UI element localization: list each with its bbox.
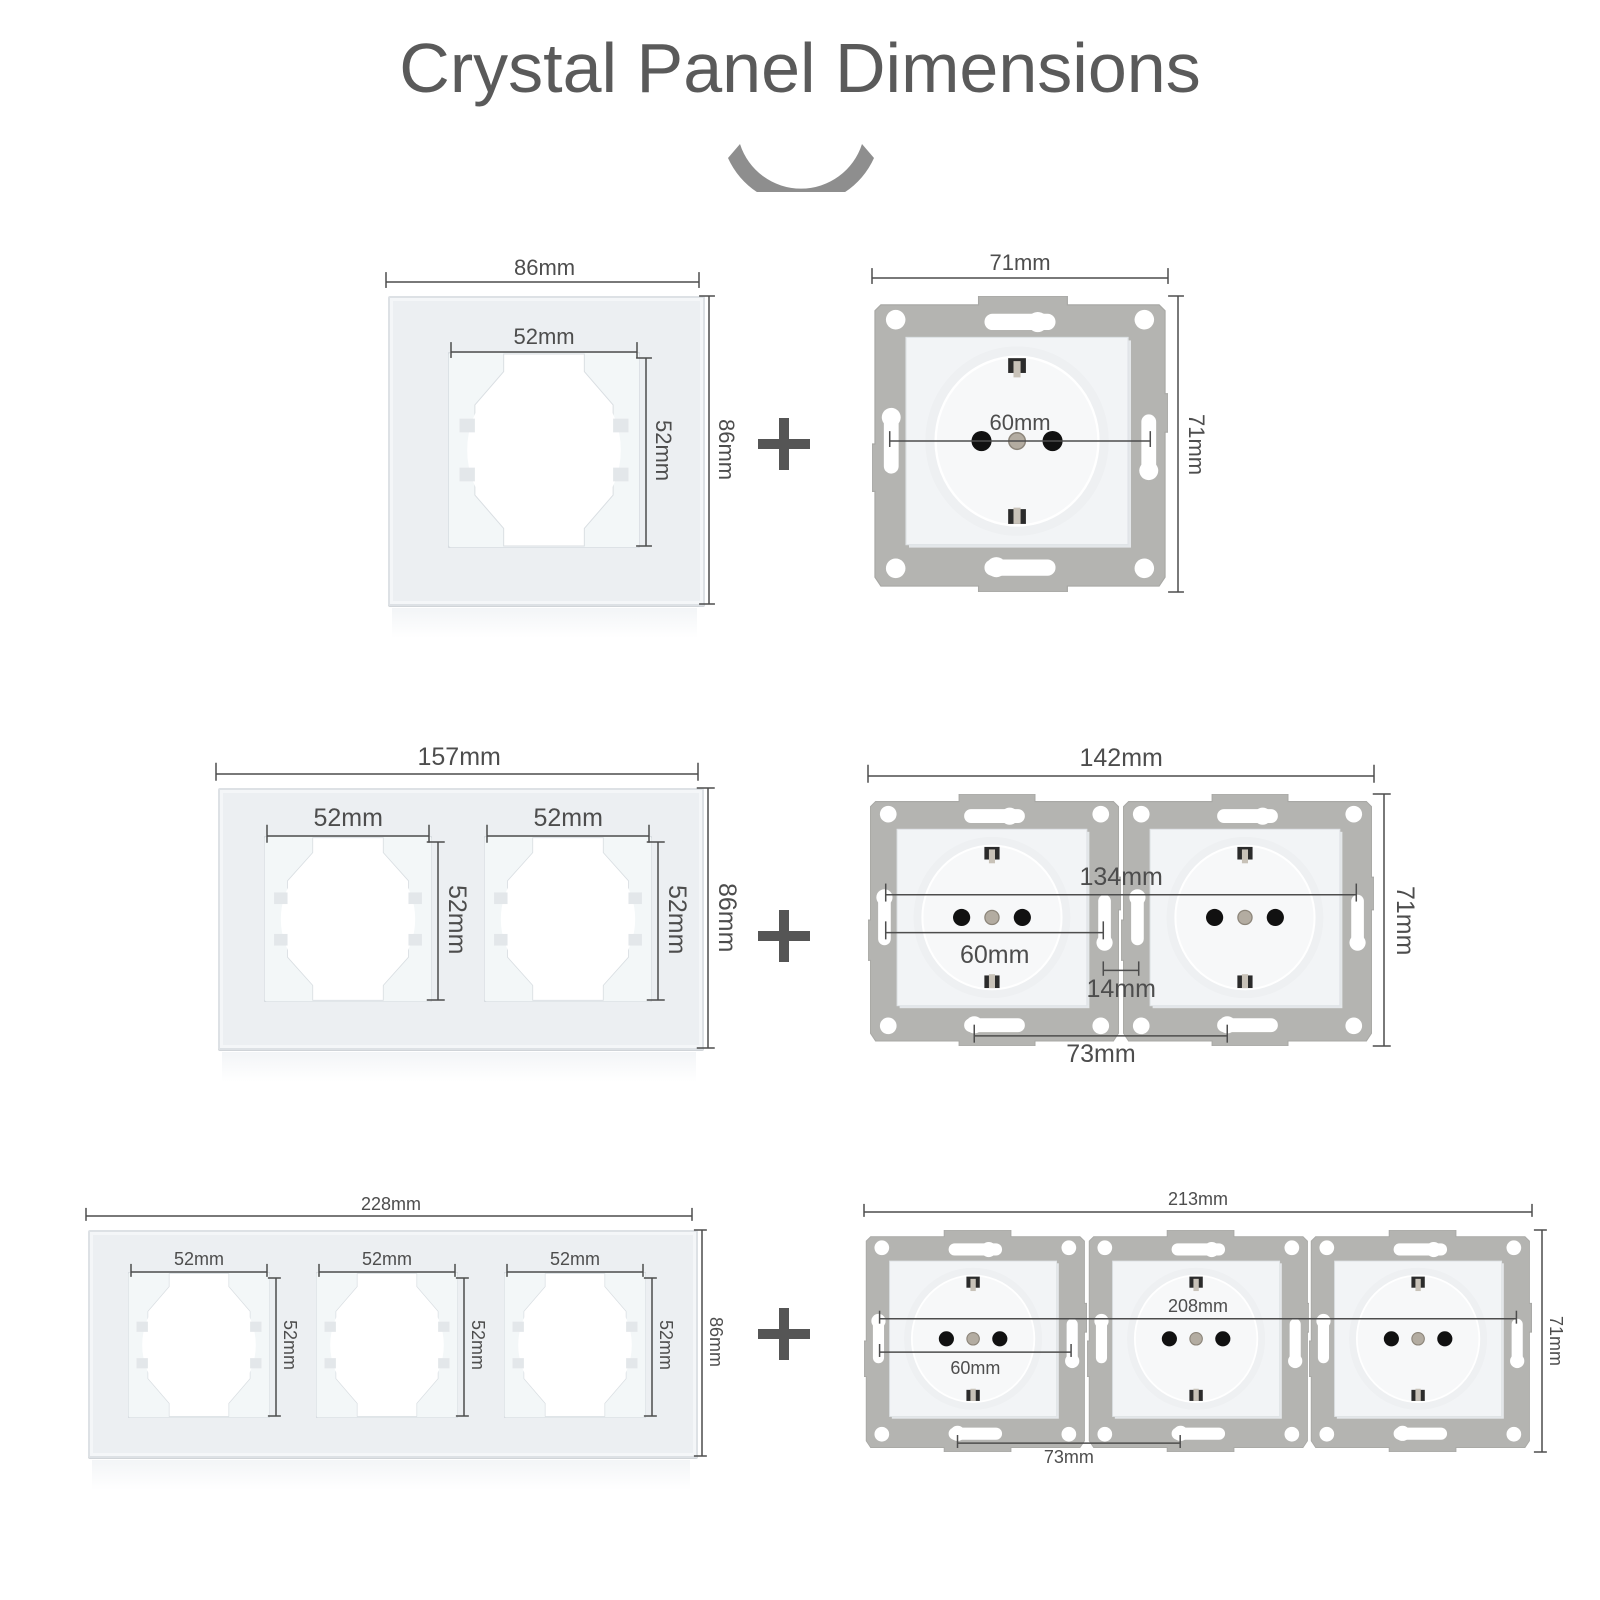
pitch-label: 73mm: [1066, 1040, 1136, 1069]
outer-spacing-label: 208mm: [1168, 1296, 1229, 1317]
opening-width-label: 52mm: [513, 323, 575, 349]
schuko-socket-icon: [1121, 794, 1374, 1046]
schuko-socket-icon: [1086, 1230, 1310, 1452]
opening-height-label: 52mm: [443, 884, 472, 954]
panel-width-label: 228mm: [361, 1194, 422, 1215]
panel-width-label: 86mm: [514, 254, 576, 280]
frame-opening: [316, 1272, 458, 1418]
frame-opening: [128, 1272, 270, 1418]
opening-width-label: 52mm: [362, 1249, 413, 1270]
module-width-label: 71mm: [989, 249, 1051, 275]
plus-icon: [758, 418, 810, 470]
schuko-socket-icon: [868, 794, 1121, 1046]
opening-width-label: 52mm: [533, 804, 603, 832]
glass-reflection: [92, 1460, 690, 1490]
opening-width-label: 52mm: [313, 804, 383, 832]
screw-spacing-label: 60mm: [989, 410, 1051, 436]
opening-height-label: 52mm: [279, 1320, 300, 1371]
module-height-label: 71mm: [1546, 1316, 1567, 1367]
opening-height-label: 52mm: [650, 419, 676, 481]
panel-width-label: 157mm: [417, 743, 501, 772]
outer-spacing-label: 134mm: [1079, 862, 1163, 891]
panel-height-label: 86mm: [713, 882, 742, 952]
schuko-socket-icon: [1309, 1230, 1532, 1452]
plus-icon: [758, 910, 810, 962]
schuko-socket-icon: [872, 296, 1168, 592]
glass-reflection: [222, 1052, 696, 1082]
opening-height-label: 52mm: [467, 1320, 488, 1371]
socket-module: [1121, 794, 1374, 1046]
pitch-label: 73mm: [1043, 1446, 1094, 1467]
module-width-label: 213mm: [1168, 1189, 1229, 1210]
panel-height-label: 86mm: [713, 418, 739, 480]
module-width-label: 142mm: [1079, 744, 1163, 772]
module-height-label: 71mm: [1390, 885, 1419, 955]
opening-height-label: 52mm: [655, 1320, 676, 1371]
page-title: Crystal Panel Dimensions: [399, 29, 1201, 107]
socket-module: [1086, 1230, 1310, 1452]
opening-height-label: 52mm: [663, 884, 692, 954]
frame-opening: [264, 836, 432, 1002]
socket-module: [864, 1230, 1087, 1452]
opening-width-label: 52mm: [550, 1249, 601, 1270]
screw-spacing-label: 60mm: [960, 940, 1030, 969]
panel-height-label: 86mm: [705, 1317, 726, 1368]
chevron-down-arc-icon: [728, 144, 874, 192]
gap-label: 14mm: [1086, 974, 1156, 1003]
module-height-label: 71mm: [1183, 413, 1209, 475]
plus-icon: [758, 1308, 810, 1360]
socket-module: [868, 794, 1121, 1046]
frame-opening: [484, 836, 652, 1002]
glass-reflection: [392, 608, 697, 638]
screw-spacing-label: 60mm: [950, 1358, 1001, 1379]
frame-opening: [448, 352, 640, 548]
socket-module: [1309, 1230, 1532, 1452]
opening-width-label: 52mm: [174, 1249, 225, 1270]
socket-module: [872, 296, 1168, 592]
schuko-socket-icon: [864, 1230, 1087, 1452]
frame-opening: [504, 1272, 646, 1418]
